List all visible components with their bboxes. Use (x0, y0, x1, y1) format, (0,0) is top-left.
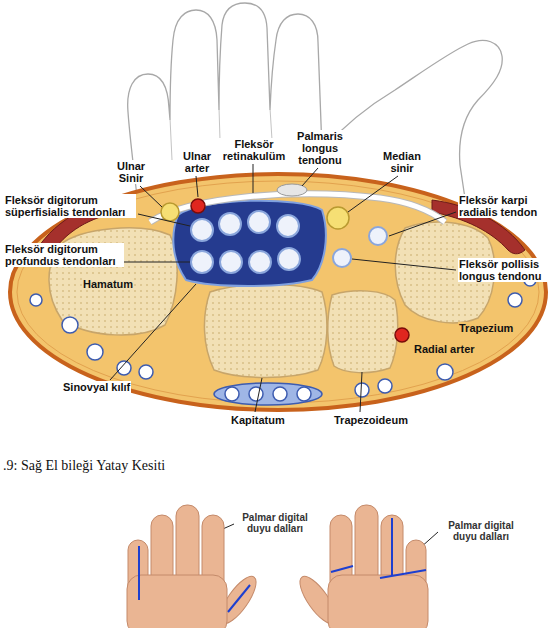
extensor-tendon (297, 387, 311, 401)
anatomy-label: Median sinir (378, 150, 426, 174)
extensor-tendon (225, 387, 239, 401)
anatomy-label: Ulnar arter (178, 150, 216, 174)
vessels-nerves (395, 328, 409, 342)
extensor-tendon (508, 293, 522, 307)
figure-caption: .9: Sağ El bileği Yatay Kesiti (3, 458, 165, 474)
extensor-tendon (62, 317, 78, 333)
extensor-tendon (30, 274, 536, 405)
leader-line (302, 168, 318, 186)
extensor-tendon (30, 274, 536, 401)
extensor-tendon (214, 383, 322, 405)
leader-line (255, 378, 262, 412)
flexor-tendon (333, 249, 351, 267)
leader-line (110, 284, 196, 380)
leader-line (140, 186, 162, 207)
anatomy-label: Palmar digital duyu dalları (234, 512, 316, 534)
leader-line (389, 212, 456, 236)
hand-photo (328, 575, 428, 628)
extensor-tendon (139, 365, 153, 379)
anatomy-label: Palmaris longus tendonu (292, 130, 348, 166)
leader-line (138, 214, 190, 226)
flexor-tendon (191, 211, 387, 273)
sensory-branch (228, 585, 250, 612)
extensor-tendon (378, 379, 392, 393)
anatomy-label: Trapezoideum (333, 414, 409, 426)
leader-line (196, 176, 198, 197)
leader-line (253, 164, 254, 193)
flexor-tendon (219, 213, 241, 235)
carpal-bone (328, 291, 398, 373)
vessels-nerves (327, 207, 349, 229)
anatomy-label: Hamatum (82, 278, 134, 290)
sensory-branch (391, 518, 393, 575)
extensor-tendon (273, 387, 287, 401)
extensor-tendon (437, 364, 453, 380)
flexor-tendon (278, 248, 300, 270)
anatomy-label: Ulnar Sinir (112, 160, 150, 184)
anatomy-label: Radial arter (413, 343, 476, 355)
flexor-retinaculum (150, 194, 445, 222)
flexor-tendon (277, 215, 299, 237)
leader-line (124, 262, 190, 263)
sensory-branch (380, 570, 426, 578)
hand-photo (127, 575, 227, 628)
leader-line (360, 372, 362, 412)
leader-line (110, 164, 456, 548)
flexor-retinaculum (150, 194, 445, 222)
vessels-nerves (191, 199, 205, 213)
extensor-tendon (355, 383, 369, 397)
flexor-tendon (191, 219, 213, 241)
flexor-tendon (248, 211, 270, 233)
flexor-tendon (369, 227, 387, 245)
extensor-tendon (117, 361, 131, 375)
extensor-tendon (30, 294, 42, 306)
vessels-nerves (161, 203, 179, 221)
anatomy-label: Fleksör pollisis longus tendonu (458, 258, 548, 282)
flexor-tendon (249, 251, 271, 273)
flexor-tendon (191, 251, 213, 273)
leader-line (352, 259, 456, 270)
sensory-branch (331, 566, 353, 572)
leader-line (348, 176, 398, 212)
hand-photo (127, 505, 428, 628)
extensor-tendon (87, 344, 103, 360)
anatomy-label: Fleksör retinakulüm (218, 138, 290, 162)
sensory-branch (138, 546, 140, 600)
carpal-bone (204, 285, 327, 378)
anatomy-label: Trapezium (458, 322, 514, 334)
flexor-retinaculum (150, 194, 445, 222)
anatomy-label: Kapitatum (230, 414, 286, 426)
anatomy-label: Fleksör karpi radialis tendon (458, 194, 550, 218)
extensor-tendon (249, 387, 263, 401)
anatomy-label: Fleksör digitorum süperfisialis tendonla… (4, 194, 136, 218)
anatomy-label: Sinovyal kılıf (62, 381, 131, 393)
vessels-nerves (161, 184, 409, 342)
anatomy-label: Fleksör digitorum profundus tendonları (4, 243, 124, 267)
anatomy-label: Palmar digital duyu dalları (440, 520, 522, 542)
flexor-tendon (220, 251, 242, 273)
